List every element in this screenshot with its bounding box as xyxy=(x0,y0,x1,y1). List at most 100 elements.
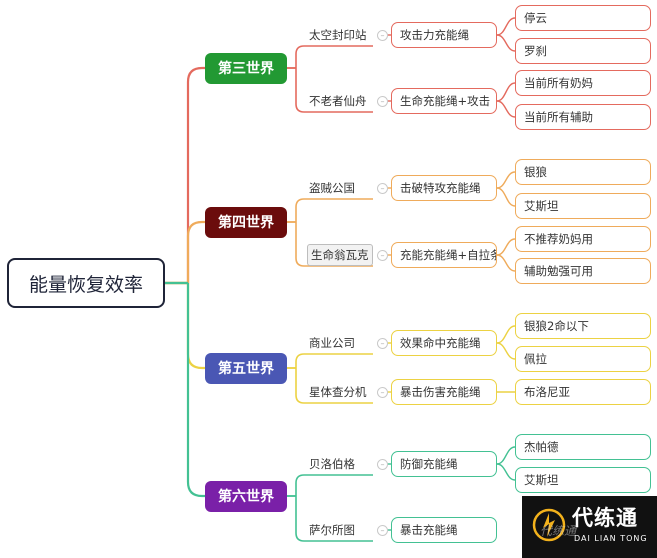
flame-logo-icon xyxy=(532,508,566,542)
pick-1-0-0-label: 银狼 xyxy=(524,165,547,179)
watermark-faint: 代练通 xyxy=(540,524,577,538)
pick-2-0-1-label: 佩拉 xyxy=(524,352,547,366)
rope-link-3-0-1 xyxy=(496,463,516,481)
watermark-title: 代练通 xyxy=(572,506,638,530)
rope-0-0-label: 攻击力充能绳 xyxy=(400,28,469,42)
rope-1-1: 充能充能绳+自拉条 xyxy=(391,242,497,268)
world-node-6: 第六世界 xyxy=(205,480,287,512)
rope-0-0: 攻击力充能绳 xyxy=(391,22,497,48)
rope-0-1-label: 生命充能绳+攻击 xyxy=(400,94,491,108)
world-node-6-label: 第六世界 xyxy=(218,489,274,505)
rope-1-0-label: 击破特攻充能绳 xyxy=(400,181,481,195)
pick-0-0-0: 停云 xyxy=(515,5,651,31)
world-link-1-0 xyxy=(295,198,373,222)
pick-1-1-1: 辅助勉强可用 xyxy=(515,258,651,284)
pick-0-1-0: 当前所有奶妈 xyxy=(515,70,651,96)
rope-3-0: 防御充能绳 xyxy=(391,451,497,477)
site-1-0-label: 盗贼公国 xyxy=(309,181,355,195)
collapse-toggle-icon[interactable]: – xyxy=(377,525,388,536)
rope-link-0-0-0 xyxy=(496,17,516,36)
site-0-0: 太空封印站 xyxy=(307,24,379,46)
collapse-toggle-icon[interactable]: – xyxy=(377,30,388,41)
pick-2-0-0-label: 银狼2命以下 xyxy=(524,319,589,333)
pick-1-0-1: 艾斯坦 xyxy=(515,193,651,219)
rope-link-1-1-0 xyxy=(496,238,516,256)
rope-2-0: 效果命中充能绳 xyxy=(391,330,497,356)
pick-0-1-0-label: 当前所有奶妈 xyxy=(524,76,593,90)
world-link-2-0 xyxy=(295,353,373,368)
rope-link-0-1-1 xyxy=(496,100,516,118)
rope-3-1: 暴击充能绳 xyxy=(391,517,497,543)
world-link-1-1 xyxy=(295,222,373,267)
pick-0-0-0-label: 停云 xyxy=(524,11,547,25)
rope-2-0-label: 效果命中充能绳 xyxy=(400,336,481,350)
root-link-2 xyxy=(186,283,205,370)
rope-link-1-1-1 xyxy=(496,254,516,272)
watermark-subtitle: DAI LIAN TONG xyxy=(574,534,648,543)
pick-1-0-0: 银狼 xyxy=(515,159,651,185)
world-node-3-label: 第三世界 xyxy=(218,61,274,77)
rope-link-0-1-0 xyxy=(496,82,516,102)
pick-1-1-1-label: 辅助勉强可用 xyxy=(524,264,593,278)
site-3-1: 萨尔所图 xyxy=(307,519,379,541)
rope-2-1-label: 暴击伤害充能绳 xyxy=(400,385,481,399)
root-link-1 xyxy=(186,220,205,283)
collapse-toggle-icon[interactable]: – xyxy=(377,387,388,398)
site-3-0: 贝洛伯格 xyxy=(307,453,379,475)
site-2-0-label: 商业公司 xyxy=(309,336,355,350)
rope-1-0: 击破特攻充能绳 xyxy=(391,175,497,201)
pick-1-1-0-label: 不推荐奶妈用 xyxy=(524,232,593,246)
site-1-0: 盗贼公国 xyxy=(307,177,379,199)
site-2-0: 商业公司 xyxy=(307,332,379,354)
watermark-badge: 代练通 DAI LIAN TONG xyxy=(522,496,657,558)
pick-0-0-1: 罗刹 xyxy=(515,38,651,64)
world-link-0-0 xyxy=(295,45,373,68)
rope-link-3-0-0 xyxy=(496,446,516,465)
world-link-0-1 xyxy=(295,68,373,113)
world-node-4: 第四世界 xyxy=(205,206,287,238)
rope-3-0-label: 防御充能绳 xyxy=(400,457,458,471)
pick-2-0-1: 佩拉 xyxy=(515,346,651,372)
site-3-0-label: 贝洛伯格 xyxy=(309,457,355,471)
rope-3-1-label: 暴击充能绳 xyxy=(400,523,458,537)
rope-link-0-0-1 xyxy=(496,34,516,52)
pick-3-0-0-label: 杰帕德 xyxy=(524,440,559,454)
pick-2-0-0: 银狼2命以下 xyxy=(515,313,651,339)
world-link-3-1 xyxy=(295,496,373,542)
world-node-5: 第五世界 xyxy=(205,352,287,384)
site-2-1: 星体查分机 xyxy=(307,381,379,403)
world-node-3: 第三世界 xyxy=(205,52,287,84)
collapse-toggle-icon[interactable]: – xyxy=(377,338,388,349)
site-2-1-label: 星体查分机 xyxy=(309,385,367,399)
site-1-1: 生命翁瓦克 xyxy=(307,244,373,266)
world-node-4-label: 第四世界 xyxy=(218,215,274,231)
collapse-toggle-icon[interactable]: – xyxy=(377,250,388,261)
pick-0-0-1-label: 罗刹 xyxy=(524,44,547,58)
site-3-1-label: 萨尔所图 xyxy=(309,523,355,537)
root-node-label: 能量恢复效率 xyxy=(28,273,143,296)
world-link-3-0 xyxy=(295,474,373,496)
rope-1-1-label: 充能充能绳+自拉条 xyxy=(400,248,497,262)
rope-link-1-0-0 xyxy=(496,171,516,189)
collapse-toggle-icon[interactable]: – xyxy=(377,96,388,107)
site-1-1-label: 生命翁瓦克 xyxy=(311,248,369,262)
root-link-0 xyxy=(186,66,205,283)
root-node: 能量恢复效率 xyxy=(7,258,165,308)
root-link-3 xyxy=(186,283,205,498)
pick-0-1-1: 当前所有辅助 xyxy=(515,104,651,130)
site-0-1: 不老者仙舟 xyxy=(307,90,379,112)
collapse-toggle-icon[interactable]: – xyxy=(377,459,388,470)
collapse-toggle-icon[interactable]: – xyxy=(377,183,388,194)
pick-1-1-0: 不推荐奶妈用 xyxy=(515,226,651,252)
rope-0-1: 生命充能绳+攻击 xyxy=(391,88,497,114)
rope-link-2-0-1 xyxy=(496,342,516,360)
world-link-2-1 xyxy=(295,368,373,404)
pick-3-0-1: 艾斯坦 xyxy=(515,467,651,493)
pick-3-0-0: 杰帕德 xyxy=(515,434,651,460)
pick-2-1-0: 布洛尼亚 xyxy=(515,379,651,405)
site-0-1-label: 不老者仙舟 xyxy=(309,94,367,108)
pick-0-1-1-label: 当前所有辅助 xyxy=(524,110,593,124)
pick-1-0-1-label: 艾斯坦 xyxy=(524,199,559,213)
